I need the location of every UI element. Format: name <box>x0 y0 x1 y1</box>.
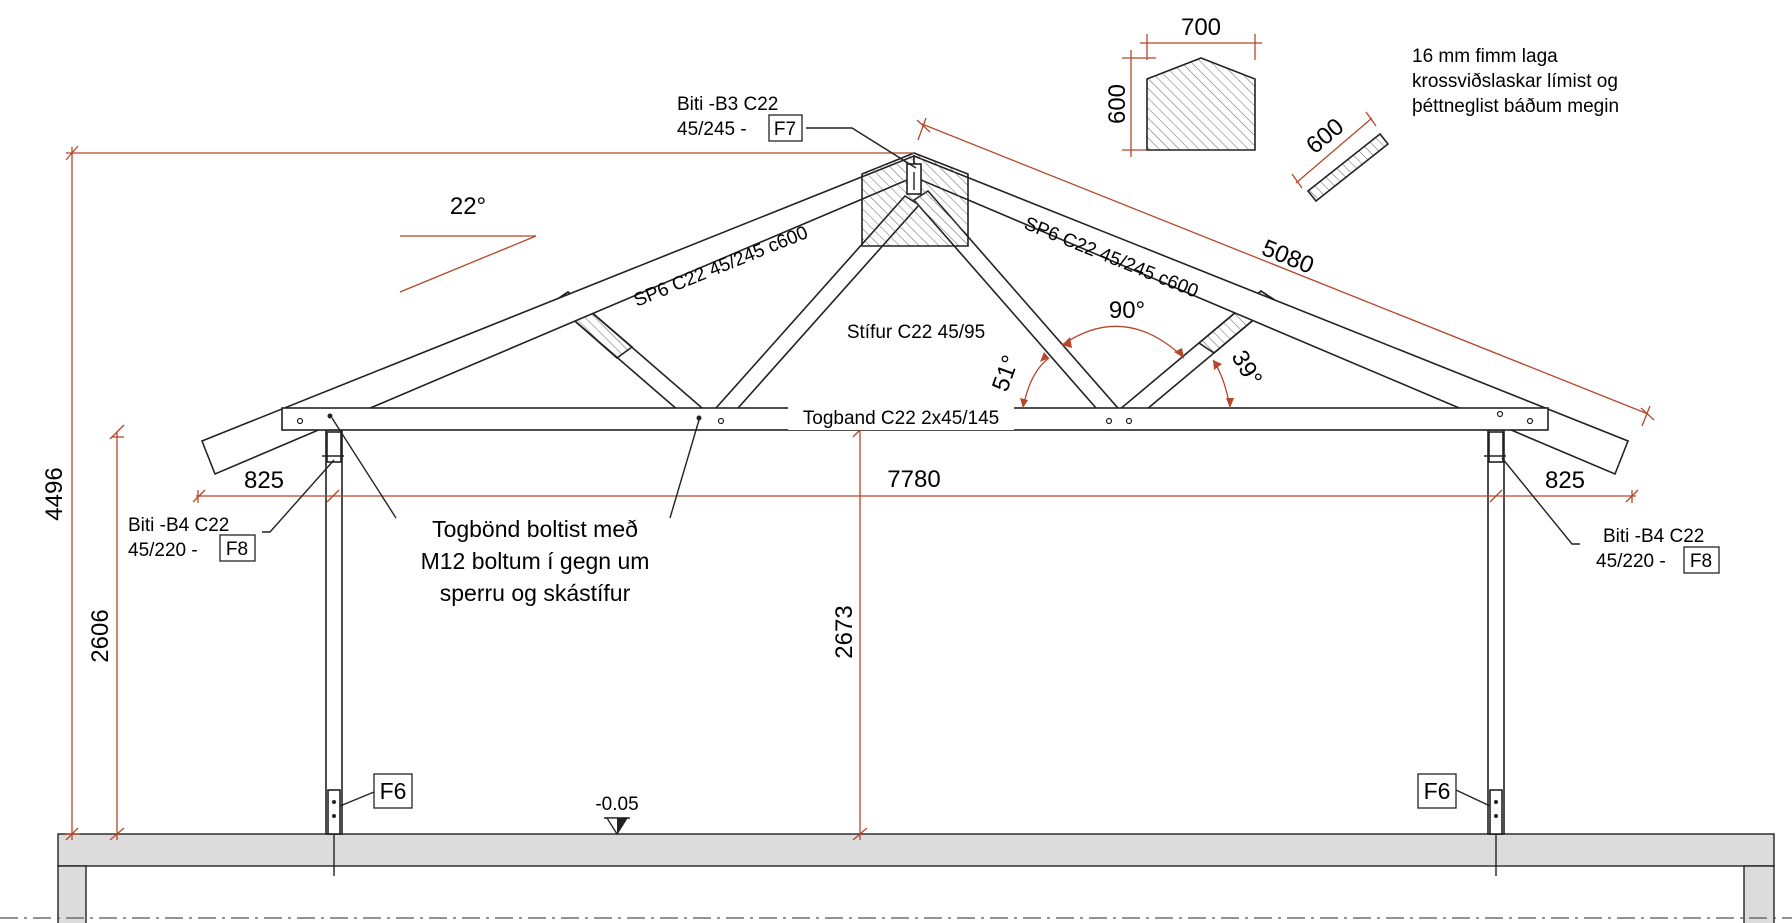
ground-slab <box>0 833 1792 923</box>
left-post <box>322 429 344 876</box>
bolt-note-line3: sperru og skástífur <box>440 580 631 606</box>
rafter-length-label: 5080 <box>1258 235 1318 280</box>
right-beam-callout: Biti -B4 C22 45/220 - F8 <box>1501 457 1720 574</box>
gusset-note-line3: þéttneglist báðum megin <box>1412 96 1619 117</box>
left-beam-tag: F8 <box>226 539 248 560</box>
tie-beam-label: Togband C22 2x45/145 <box>803 408 1000 429</box>
left-beam-line1: Biti -B4 C22 <box>128 515 229 536</box>
gusset-detail: 700 600 <box>1104 14 1262 157</box>
gusset-width-label: 700 <box>1181 14 1221 41</box>
clear-height-label: 2673 <box>831 605 858 658</box>
splice-length-label: 600 <box>1301 113 1349 159</box>
ridge-beam-tag: F7 <box>774 119 796 140</box>
struts <box>551 189 1278 428</box>
struts-label: Stífur C22 45/95 <box>847 322 985 343</box>
left-strut-angle-label: 51° <box>987 352 1025 395</box>
right-strut-angle-label: 39° <box>1226 346 1268 391</box>
tie-beam-label-bg <box>788 404 1014 430</box>
gusset-note: 16 mm fimm laga krossviðslaskar límist o… <box>1412 46 1619 117</box>
right-rafter-label: SP6 C22 45/245 c600 <box>1021 213 1201 302</box>
ridge-beam-line1: Biti -B3 C22 <box>677 94 778 115</box>
ridge-beam-line2: 45/245 - <box>677 119 747 140</box>
ridge-beam-callout: Biti -B3 C22 45/245 - F7 <box>677 94 917 169</box>
right-post <box>1484 429 1506 876</box>
total-height-label: 4496 <box>41 467 68 520</box>
right-overhang-label: 825 <box>1545 467 1585 494</box>
roof-pitch-label: 22° <box>450 193 486 220</box>
bolt-note-line1: Togbönd boltist með <box>432 516 638 542</box>
post-height-label: 2606 <box>87 609 114 662</box>
splice-detail: 600 <box>1291 111 1390 203</box>
left-beam-line2: 45/220 - <box>128 540 198 561</box>
bolt-note-line2: M12 boltum í gegn um <box>421 548 650 574</box>
right-footing-callout: F6 <box>1417 773 1491 809</box>
left-overhang-label: 825 <box>244 467 284 494</box>
right-footing-tag: F6 <box>1424 778 1451 804</box>
gusset-note-line2: krossviðslaskar límist og <box>1412 71 1618 92</box>
apex-angle-label: 90° <box>1109 297 1145 324</box>
bolt-note: Togbönd boltist með M12 boltum í gegn um… <box>331 417 700 606</box>
left-footing-tag: F6 <box>380 778 407 804</box>
rafters <box>200 154 1630 476</box>
gusset-height-label: 600 <box>1104 84 1131 124</box>
span-label: 7780 <box>887 466 940 493</box>
apex-gusset <box>861 152 969 247</box>
right-beam-line1: Biti -B4 C22 <box>1603 526 1704 547</box>
dimension-lines <box>65 117 1655 841</box>
right-beam-tag: F8 <box>1690 551 1712 572</box>
left-footing-callout: F6 <box>339 773 413 809</box>
gusset-note-line1: 16 mm fimm laga <box>1412 46 1558 67</box>
level-label: -0.05 <box>595 794 638 815</box>
left-beam-callout: Biti -B4 C22 45/220 - F8 <box>128 459 335 562</box>
level-marker: -0.05 <box>595 794 639 836</box>
right-beam-line2: 45/220 - <box>1596 551 1666 572</box>
